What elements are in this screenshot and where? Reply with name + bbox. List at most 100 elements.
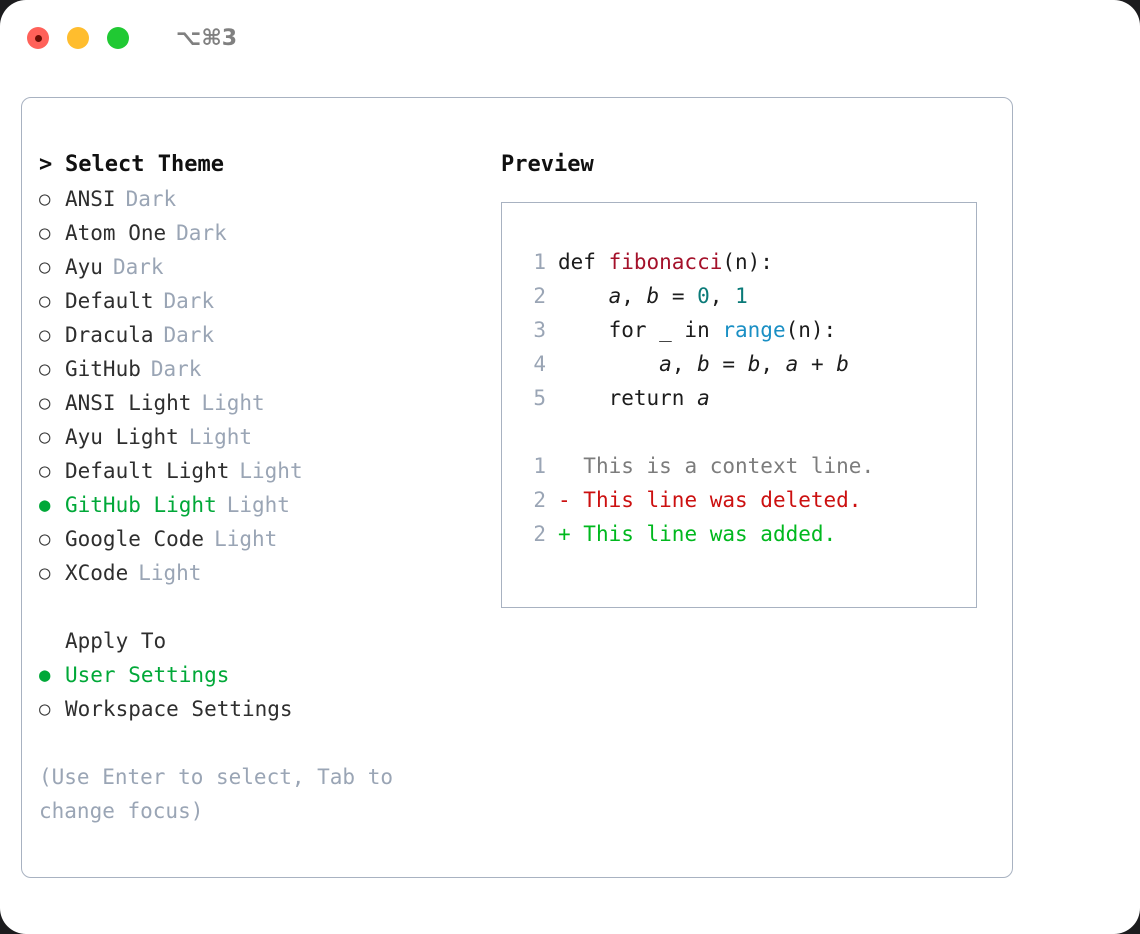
- diff-spacer: [520, 415, 976, 449]
- title-bar: ⌥⌘3: [0, 0, 1140, 76]
- theme-kind-label: Light: [188, 425, 253, 449]
- radio-empty-icon[interactable]: ○: [39, 426, 51, 448]
- code-token-var: a: [659, 352, 672, 376]
- code-line-text: return a: [558, 381, 710, 415]
- radio-empty-icon[interactable]: ○: [39, 222, 51, 244]
- section-spacer: [39, 590, 479, 624]
- apply-to-header: Apply To: [39, 624, 479, 658]
- code-line: 4 a, b = b, a + b: [520, 347, 976, 381]
- theme-name-label: Ayu Light: [65, 425, 179, 449]
- theme-kind-label: Dark: [176, 221, 227, 245]
- theme-list-item[interactable]: ○ Ayu Light Light: [39, 420, 479, 454]
- code-token-plain: return: [558, 386, 698, 410]
- code-token-fn: fibonacci: [608, 250, 723, 274]
- apply-to-list: ● User Settings ○ Workspace Settings: [39, 658, 479, 726]
- code-line-text: a, b = b, a + b: [558, 347, 849, 381]
- diff-line: 2- This line was deleted.: [520, 483, 976, 517]
- theme-name-label: ANSI Light: [65, 391, 192, 415]
- code-token-plain: ,: [760, 352, 786, 376]
- maximize-window-icon[interactable]: [107, 27, 129, 49]
- code-token-var: a: [608, 284, 622, 308]
- line-number: 5: [533, 386, 546, 410]
- theme-picker-header: > Select Theme: [39, 148, 479, 182]
- code-token-var: b: [697, 352, 710, 376]
- theme-kind-label: Light: [214, 527, 278, 551]
- diff-line: 2 + This line was added.: [520, 517, 976, 551]
- radio-selected-icon[interactable]: ●: [39, 494, 51, 516]
- diff-marker: [558, 449, 583, 483]
- theme-name-label: Default Light: [65, 459, 230, 483]
- diff-marker: +: [558, 522, 584, 546]
- diff-line: 1 This is a context line.: [520, 449, 976, 483]
- diff-line-number: 2: [533, 522, 546, 546]
- theme-list-item[interactable]: ○ ANSI Light Light: [39, 386, 479, 420]
- diff-line-text: This line was added.: [583, 522, 837, 546]
- theme-kind-label: Dark: [125, 187, 177, 211]
- radio-empty-icon[interactable]: ○: [39, 324, 51, 346]
- minimize-window-icon[interactable]: [67, 27, 89, 49]
- diff-marker: -: [558, 488, 584, 512]
- radio-empty-icon[interactable]: ○: [39, 358, 51, 380]
- theme-name-label: Google Code: [65, 527, 205, 551]
- code-token-plain: (n):: [785, 318, 837, 342]
- theme-list-item[interactable]: ○ Google Code Light: [39, 522, 479, 556]
- code-token-plain: (n):: [722, 250, 773, 274]
- theme-name-label: GitHub: [65, 357, 141, 381]
- code-token-plain: ,: [709, 284, 736, 308]
- code-line-text: def fibonacci(n):: [558, 245, 773, 279]
- diff-line-text: This line was deleted.: [583, 488, 862, 512]
- theme-kind-label: Light: [138, 561, 202, 585]
- code-line-text: for _ in range(n):: [558, 313, 837, 347]
- radio-selected-icon[interactable]: ●: [39, 664, 51, 686]
- line-number: 2: [533, 284, 546, 308]
- diff-line-number: 1: [533, 454, 546, 478]
- theme-name-label: GitHub Light: [65, 493, 217, 517]
- theme-kind-label: Dark: [163, 289, 215, 313]
- radio-empty-icon[interactable]: ○: [39, 256, 51, 278]
- theme-kind-label: Light: [201, 391, 265, 415]
- radio-empty-icon[interactable]: ○: [39, 188, 51, 210]
- line-number: 3: [533, 318, 546, 342]
- radio-empty-icon[interactable]: ○: [39, 528, 51, 550]
- code-token-plain: =: [659, 284, 698, 308]
- code-token-call: range: [722, 318, 786, 342]
- code-token-plain: ,: [671, 352, 698, 376]
- code-line-text: a, b = 0, 1: [558, 279, 748, 313]
- code-token-plain: ,: [621, 284, 647, 308]
- radio-empty-icon[interactable]: ○: [39, 460, 51, 482]
- theme-name-label: Dracula: [65, 323, 154, 347]
- apply-to-label: User Settings: [65, 663, 230, 687]
- diff-sample: 1 This is a context line.2- This line wa…: [520, 449, 976, 551]
- apply-to-item[interactable]: ● User Settings: [39, 658, 479, 692]
- line-number: 1: [533, 250, 546, 274]
- theme-picker-title: Select Theme: [65, 152, 224, 177]
- apply-to-label: Workspace Settings: [65, 697, 293, 721]
- code-line: 1 def fibonacci(n):: [520, 245, 976, 279]
- radio-empty-icon[interactable]: ○: [39, 392, 51, 414]
- radio-empty-icon[interactable]: ○: [39, 698, 51, 720]
- keyboard-hint-text: (Use Enter to select, Tab to change focu…: [39, 765, 406, 823]
- apply-to-item[interactable]: ○ Workspace Settings: [39, 692, 479, 726]
- code-line: 2 a, b = 0, 1: [520, 279, 976, 313]
- close-window-icon[interactable]: [27, 27, 49, 49]
- code-token-var: b: [836, 352, 849, 376]
- radio-empty-icon[interactable]: ○: [39, 290, 51, 312]
- code-token-plain: +: [798, 352, 837, 376]
- radio-empty-icon[interactable]: ○: [39, 562, 51, 584]
